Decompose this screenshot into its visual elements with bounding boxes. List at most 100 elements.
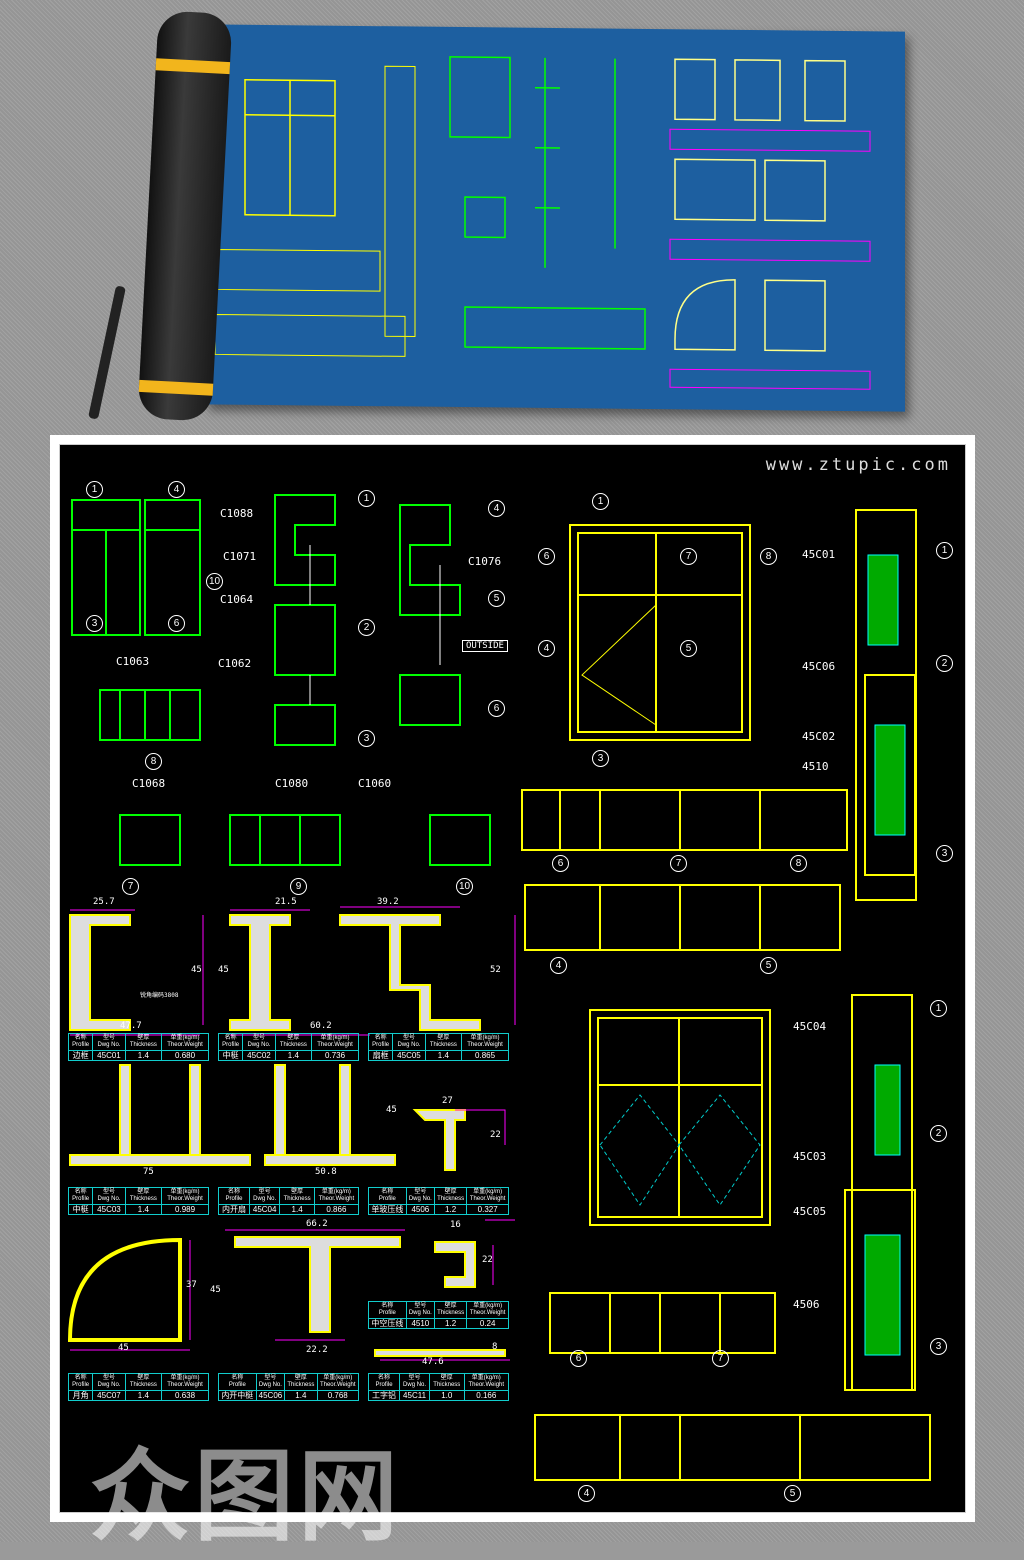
dim: 45 [191,965,202,975]
watermark-url: www.ztupic.com [765,455,951,475]
window-elevation-yellow-1 [569,524,751,741]
label-c1060: C1060 [358,777,392,790]
cell-thickness: 1.4 [274,1050,313,1061]
cell-weight: 0.327 [466,1204,509,1215]
dim: 39.2 [377,897,399,907]
cell-name: 工字铝 [367,1390,401,1401]
label-c1080: C1080 [275,777,309,790]
cell-weight: 0.24 [466,1318,509,1329]
callout: 3 [86,615,103,632]
cell-weight: 0.736 [311,1050,359,1061]
callout: 1 [936,542,953,559]
callout: 4 [168,481,185,498]
callout: 6 [552,855,569,872]
blueprint-poster [205,24,905,412]
callout: 6 [168,615,185,632]
header-cell: 单重(kg/m)Theor.Weight [316,1373,359,1391]
callout: 6 [488,700,505,717]
callout: 7 [712,1350,729,1367]
dim: 50.8 [315,1167,337,1177]
dim: 60.2 [310,1021,332,1031]
label-45c03: 45C03 [793,1150,827,1163]
callout: 2 [936,655,953,672]
header-cell: 单重(kg/m)Theor.Weight [313,1187,360,1205]
cell-weight: 0.638 [161,1390,209,1401]
label-c1071: C1071 [223,550,257,563]
dim: 8 [492,1342,498,1352]
cell-dwg: 45C03 [92,1204,126,1215]
callout: 6 [538,548,555,565]
label-45c06: 45C06 [802,660,836,673]
aluminium-profiles [67,914,506,1357]
watermark-logo: 众图网 [90,1441,402,1553]
callout: 8 [790,855,807,872]
callout: 10 [456,878,473,895]
cad-drawings [67,494,931,1481]
cell-weight: 0.680 [161,1050,209,1061]
label-outside: OUTSIDE [462,640,508,652]
dim: 25.7 [93,897,115,907]
label-4510: 4510 [802,760,829,773]
cell-thickness: 1.4 [124,1204,163,1215]
cell-dwg: 45C11 [399,1390,431,1401]
dim: 45 [118,1343,129,1353]
cell-weight: 0.989 [161,1204,209,1215]
dim: 21.5 [275,897,297,907]
cell-weight: 0.865 [461,1050,509,1061]
callout: 2 [930,1125,947,1142]
cell-name: 边框 [67,1050,94,1061]
dim: 22 [482,1255,493,1265]
header-cell: 单重(kg/m)Theor.Weight [466,1301,509,1319]
cell-thickness: 1.4 [284,1390,318,1401]
header-cell: 单重(kg/m)Theor.Weight [463,1373,510,1391]
callout: 9 [290,878,307,895]
cell-name: 单玻压线 [368,1204,407,1215]
cell-dwg: 4510 [405,1318,435,1329]
callout: 7 [122,878,139,895]
callout: 5 [488,590,505,607]
callout: 8 [760,548,777,565]
dim: 22.2 [306,1345,328,1355]
window-elevation-green [71,499,201,636]
callout: 4 [488,500,505,517]
label-c1062: C1062 [218,657,252,670]
cell-thickness: 1.2 [433,1204,468,1215]
dim: 16 [450,1220,461,1230]
cell-dwg: 45C05 [392,1050,426,1061]
callout: 4 [538,640,555,657]
profile-note: 锐角编码3808 [140,992,179,999]
dim: 47.7 [120,1021,142,1031]
cell-weight: 0.166 [463,1390,510,1401]
label-c1076: C1076 [468,555,502,568]
cell-thickness: 1.2 [433,1318,468,1329]
callout: 3 [592,750,609,767]
callout: 5 [784,1485,801,1502]
cell-name: 中空压线 [368,1318,407,1329]
cell-name: 内开中梃 [218,1390,257,1401]
callout: 4 [550,957,567,974]
callout: 10 [206,573,223,590]
label-45c04: 45C04 [793,1020,827,1033]
dim: 45 [386,1105,397,1115]
callout: 5 [680,640,697,657]
dim: 45 [218,965,229,975]
cell-dwg: 4506 [405,1204,435,1215]
